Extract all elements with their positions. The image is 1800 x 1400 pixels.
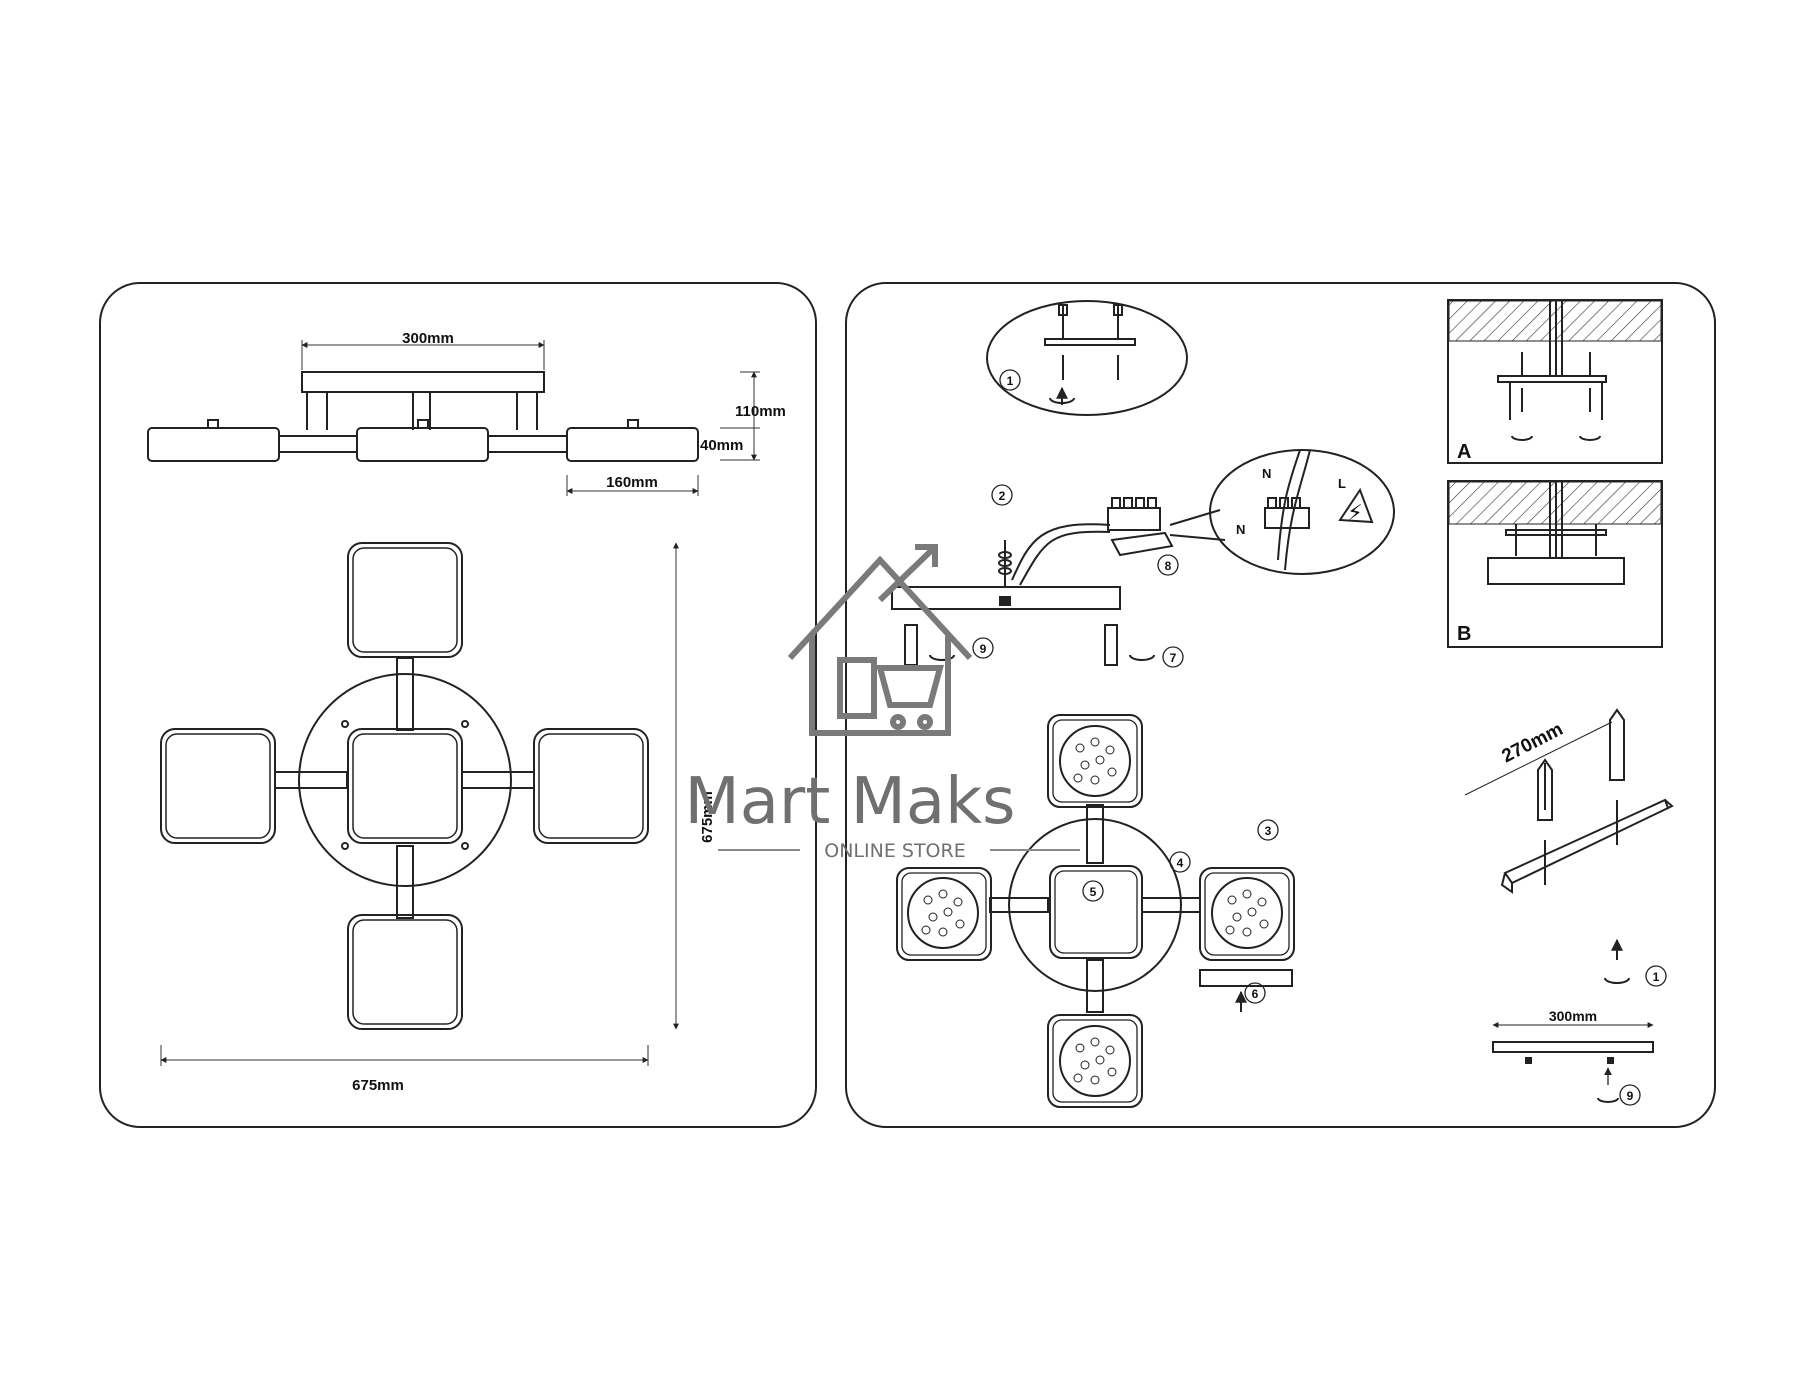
- watermark-tagline: ONLINE STORE: [824, 840, 965, 862]
- top-dimensions: [160, 542, 679, 1066]
- wire-n-top: N: [1262, 466, 1271, 481]
- side-thickness-label: 40mm: [700, 437, 743, 454]
- mounting-plate: [1492, 1022, 1654, 1103]
- left-panel-frame: [99, 282, 817, 1128]
- step-7-label: 7: [1170, 651, 1177, 665]
- rail-spacing-label: 270mm: [1499, 719, 1567, 767]
- step-9-label: 9: [980, 642, 987, 656]
- top-view: [160, 542, 649, 1030]
- watermark: Mart Maks ONLINE STORE: [684, 544, 1080, 862]
- step-9b-label: 9: [1627, 1089, 1634, 1103]
- step-5-label: 5: [1090, 885, 1097, 899]
- watermark-brand: Mart Maks: [684, 765, 1015, 839]
- mount-a-label: A: [1457, 441, 1471, 463]
- top-width-label: 675mm: [352, 1077, 404, 1094]
- step-1-label: 1: [1007, 374, 1014, 388]
- left-panel: 300mm 110mm 40mm 160mm: [99, 282, 817, 1128]
- right-panel: 1 N L N ⚡: [845, 282, 1716, 1128]
- step-2-label: 2: [999, 489, 1006, 503]
- top-depth-label: 675mm: [699, 791, 716, 843]
- mount-option-b: B: [1447, 480, 1663, 648]
- step1-detail: [986, 300, 1188, 416]
- rail-mounting: [1464, 708, 1674, 984]
- mount-b-label: B: [1457, 623, 1471, 645]
- canopy-assembly: [891, 497, 1174, 666]
- step-8-label: 8: [1165, 559, 1172, 573]
- step-3-label: 3: [1265, 824, 1272, 838]
- right-panel-frame: [845, 282, 1716, 1128]
- side-view: [147, 371, 699, 462]
- step-1b-label: 1: [1653, 970, 1660, 984]
- step-6-label: 6: [1252, 987, 1259, 1001]
- step-4-label: 4: [1177, 856, 1184, 870]
- led-assembly: [896, 714, 1295, 1108]
- wiring-detail: [1169, 449, 1395, 575]
- led-chips: [921, 737, 1269, 1085]
- step-badge: [999, 369, 1021, 391]
- wire-n-bottom: N: [1236, 522, 1245, 537]
- module-width-label: 160mm: [606, 474, 658, 491]
- house-cart-logo: [787, 544, 973, 736]
- side-height-label: 110mm: [735, 403, 786, 420]
- mount-option-a: A: [1447, 299, 1663, 464]
- side-dimensions: [301, 340, 760, 496]
- side-width-label: 300mm: [402, 330, 454, 347]
- warning-icon: ⚡: [1347, 500, 1362, 525]
- wire-l: L: [1338, 476, 1346, 491]
- plate-width-label: 300mm: [1549, 1008, 1597, 1024]
